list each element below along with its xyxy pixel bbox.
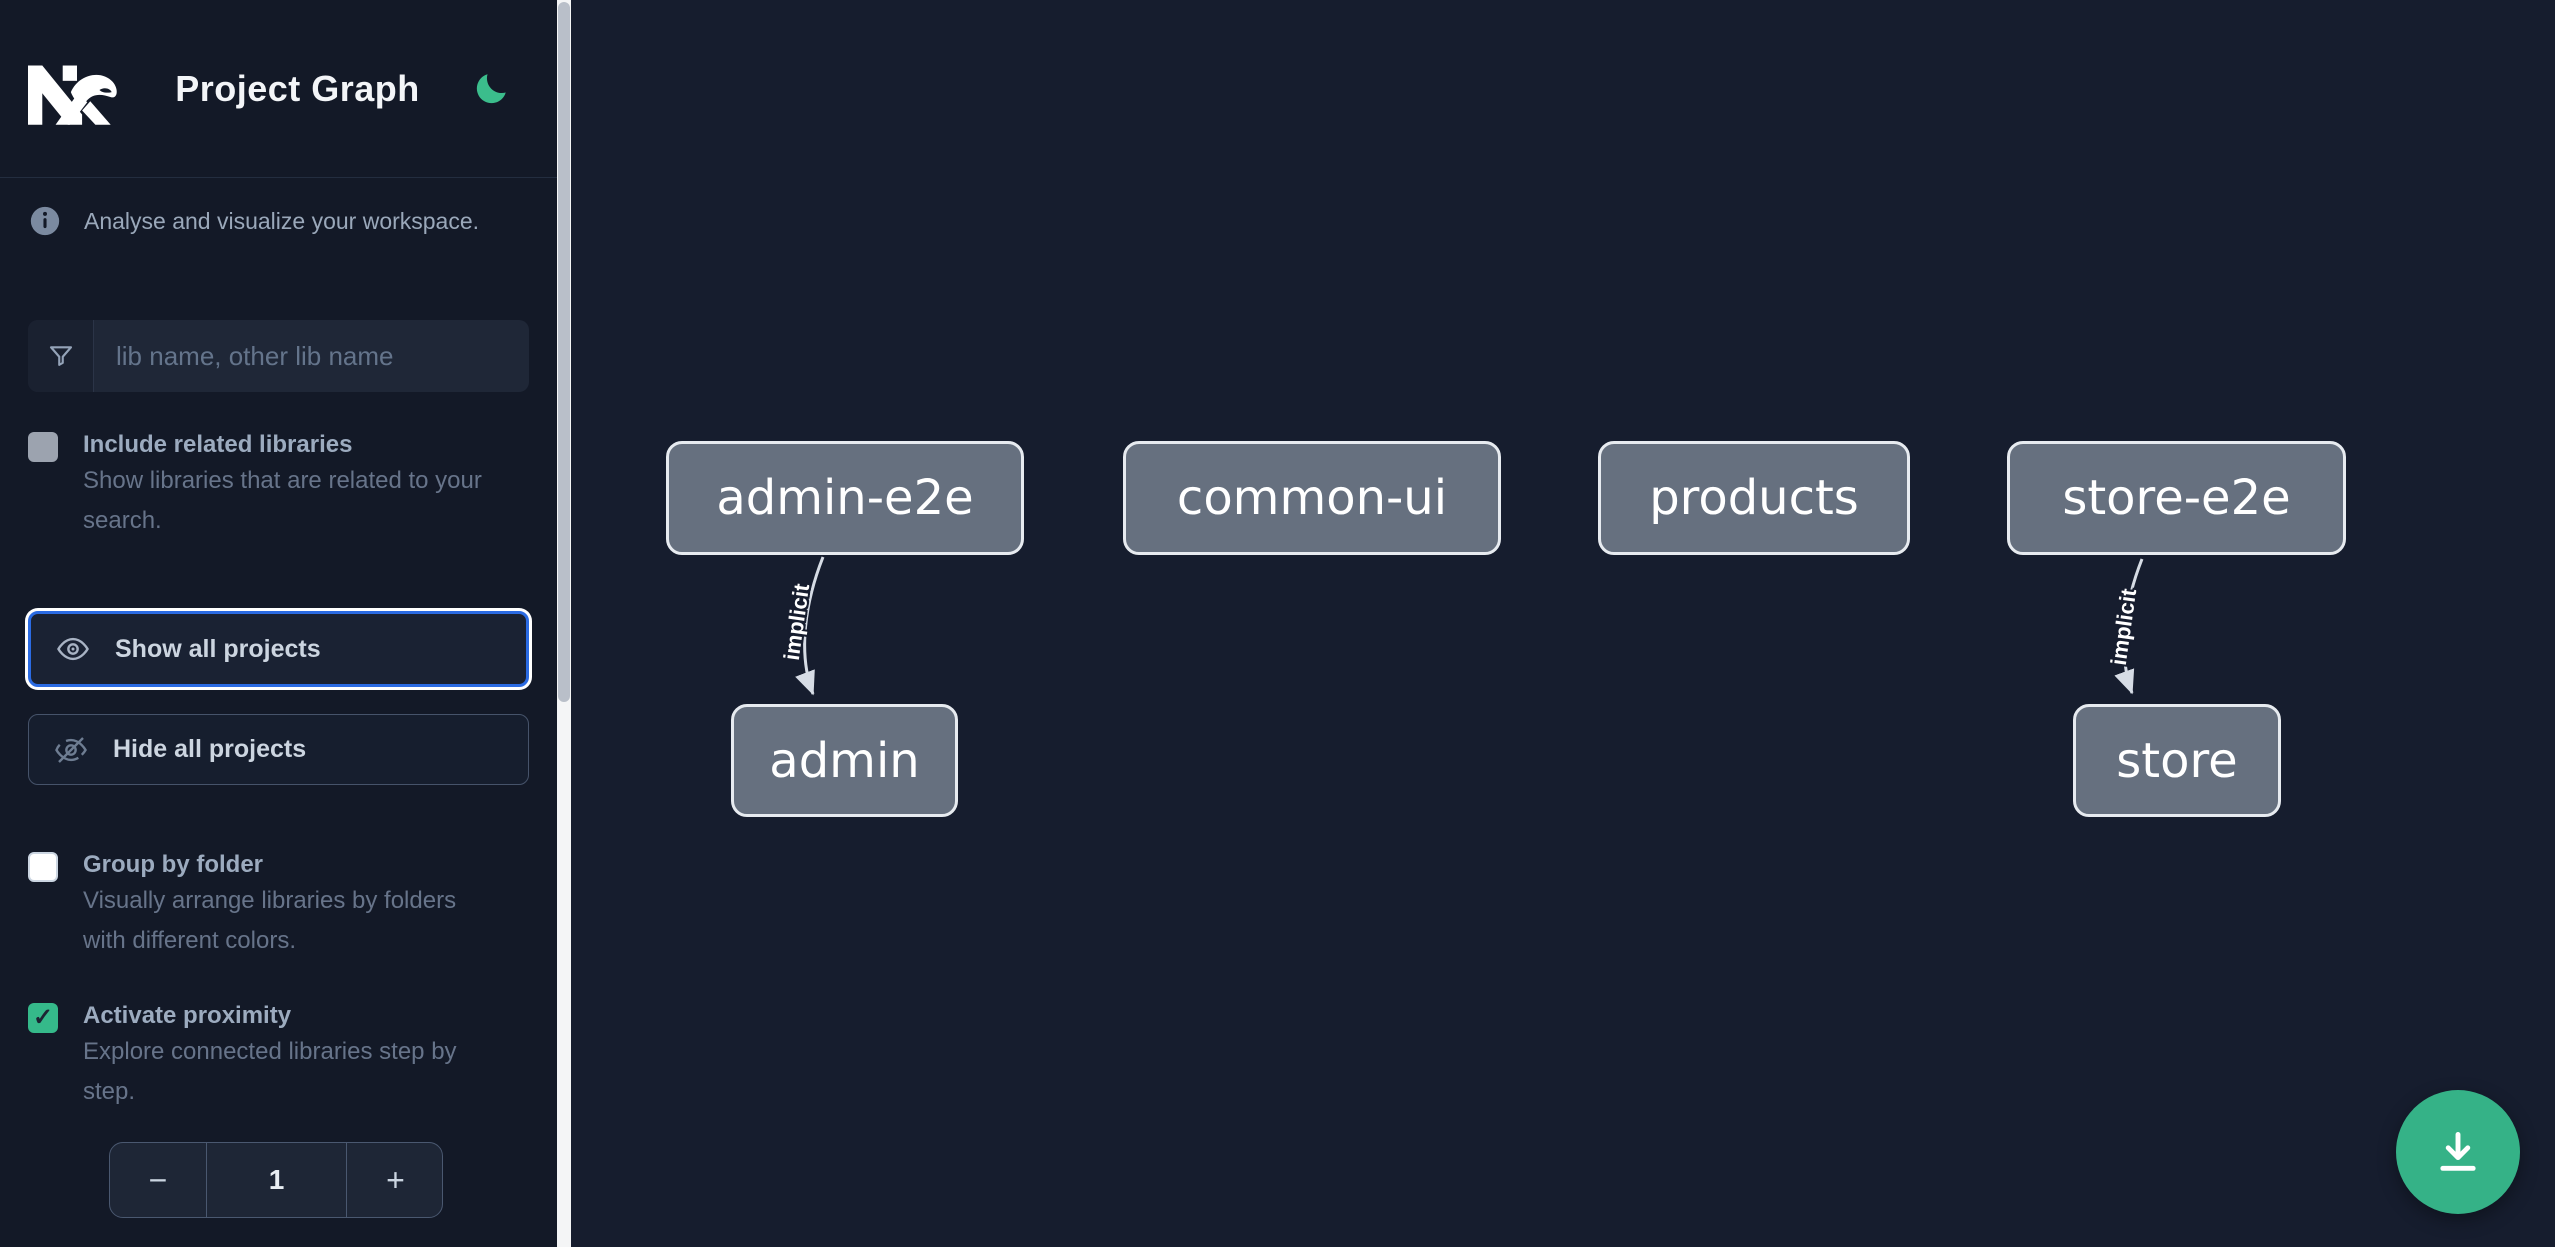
edge-admin-e2e-to-admin	[795, 556, 825, 696]
edge-store-e2e-to-store	[2114, 558, 2144, 695]
workspace-info: Analyse and visualize your workspace.	[28, 204, 529, 238]
group-by-folder-label: Group by folder	[83, 851, 263, 878]
graph-canvas[interactable]: implicit implicit admin-e2e common-ui pr…	[571, 0, 2555, 1247]
proximity-increment-button[interactable]: +	[346, 1143, 444, 1217]
search-box	[28, 320, 529, 392]
theme-toggle-button[interactable]	[469, 67, 513, 111]
graph-node-admin-e2e[interactable]: admin-e2e	[666, 441, 1024, 555]
proximity-decrement-button[interactable]: −	[110, 1143, 207, 1217]
funnel-icon	[49, 346, 72, 366]
graph-node-admin[interactable]: admin	[731, 704, 958, 817]
nx-logo	[28, 65, 117, 125]
proximity-stepper: − 1 +	[109, 1142, 443, 1218]
eye-icon	[57, 637, 89, 661]
page-title: Project Graph	[175, 67, 420, 109]
graph-node-common-ui[interactable]: common-ui	[1123, 441, 1501, 555]
show-all-projects-button[interactable]: Show all projects	[28, 611, 529, 687]
graph-edges	[795, 556, 2144, 696]
show-all-projects-label: Show all projects	[115, 634, 321, 663]
proximity-value: 1	[268, 1164, 285, 1195]
group-by-folder-block: Group by folder Visually arrange librari…	[28, 849, 529, 961]
group-by-folder-description: Visually arrange libraries by folders wi…	[83, 887, 457, 954]
activate-proximity-checkbox[interactable]: ✓	[28, 1003, 58, 1033]
moon-icon	[476, 73, 506, 103]
graph-node-store[interactable]: store	[2073, 704, 2281, 817]
search-icon-cell	[28, 320, 94, 392]
include-related-label: Include related libraries	[83, 431, 353, 458]
include-related-block: Include related libraries Show libraries…	[28, 429, 529, 541]
download-graph-button[interactable]	[2396, 1090, 2520, 1214]
search-input[interactable]	[94, 320, 529, 392]
eye-off-icon	[55, 736, 87, 763]
activate-proximity-description: Explore connected libraries step by step…	[83, 1038, 457, 1105]
workspace-info-text: Analyse and visualize your workspace.	[84, 207, 480, 234]
graph-node-store-e2e[interactable]: store-e2e	[2007, 441, 2346, 555]
info-icon	[30, 206, 60, 236]
sidebar: Project Graph Analyse and visualize your…	[0, 0, 557, 1247]
include-related-checkbox[interactable]	[28, 432, 58, 462]
include-related-description: Show libraries that are related to your …	[83, 467, 482, 534]
activate-proximity-label: Activate proximity	[83, 1002, 292, 1029]
hide-all-projects-button[interactable]: Hide all projects	[28, 714, 529, 785]
sidebar-scrollbar-thumb[interactable]	[558, 2, 570, 702]
hide-all-projects-label: Hide all projects	[113, 735, 307, 763]
sidebar-header: Project Graph	[0, 0, 557, 178]
checkmark-icon: ✓	[32, 1004, 54, 1031]
group-by-folder-checkbox[interactable]	[28, 852, 58, 882]
activate-proximity-block: ✓ Activate proximity Explore connected l…	[28, 1000, 529, 1112]
download-icon	[2440, 1132, 2476, 1171]
sidebar-scrollbar-track[interactable]	[557, 0, 571, 1247]
graph-node-products[interactable]: products	[1598, 441, 1910, 555]
